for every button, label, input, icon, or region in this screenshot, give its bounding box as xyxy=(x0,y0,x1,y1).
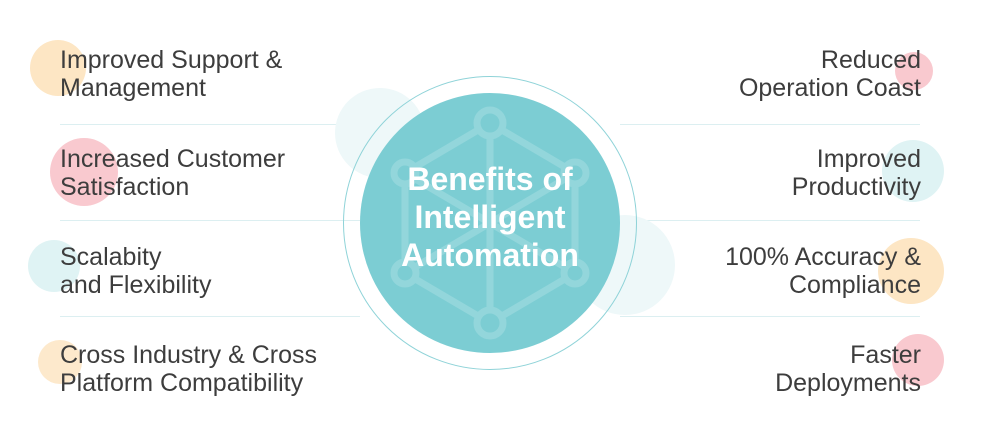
benefit-line: Improved xyxy=(816,145,921,173)
center-title-line: Benefits of xyxy=(407,161,573,197)
center-ring xyxy=(343,76,637,370)
network-hexagon-icon xyxy=(390,106,590,340)
benefit-line: Operation Coast xyxy=(738,74,921,102)
benefit-reduced-cost: Reduced Operation Coast xyxy=(739,46,921,102)
benefit-productivity: Improved Productivity xyxy=(792,145,921,201)
divider-right-3 xyxy=(620,316,920,317)
benefit-line: 100% Accuracy & xyxy=(725,243,921,271)
center-title-line: Intelligent xyxy=(414,199,566,235)
blob-right-1 xyxy=(895,52,933,90)
benefit-line: Compliance xyxy=(788,271,921,299)
benefit-line: Increased Customer xyxy=(60,145,286,173)
benefit-customer-satisfaction: Increased Customer Satisfaction xyxy=(60,145,285,201)
center-title: Benefits of Intelligent Automation xyxy=(360,160,620,274)
benefit-line: Improved Support & xyxy=(60,46,283,74)
benefit-improved-support: Improved Support & Management xyxy=(60,46,282,102)
benefit-scalability: Scalabity and Flexibility xyxy=(60,243,211,299)
blob-left-1 xyxy=(30,40,86,96)
divider-right-2 xyxy=(620,220,920,221)
divider-left-1 xyxy=(60,124,360,125)
benefit-line: Cross Industry & Cross xyxy=(60,341,318,369)
blob-right-4 xyxy=(892,334,944,386)
benefit-line: Faster xyxy=(850,341,921,369)
benefit-line: Reduced xyxy=(820,46,921,74)
blob-left-2 xyxy=(50,138,118,206)
benefit-faster-deployments: Faster Deployments xyxy=(775,341,921,397)
blob-right-2 xyxy=(882,140,944,202)
benefit-line: and Flexibility xyxy=(60,271,212,299)
benefit-line: Satisfaction xyxy=(60,173,190,201)
benefit-line: Management xyxy=(60,74,206,102)
benefit-line: Deployments xyxy=(775,369,921,397)
blob-right-3 xyxy=(878,238,944,304)
benefit-line: Platform Compatibility xyxy=(60,369,304,397)
benefit-cross-industry: Cross Industry & Cross Platform Compatib… xyxy=(60,341,317,397)
benefit-line: Productivity xyxy=(791,173,921,201)
divider-left-3 xyxy=(60,316,360,317)
blob-left-4 xyxy=(38,340,82,384)
divider-right-1 xyxy=(620,124,920,125)
benefit-accuracy: 100% Accuracy & Compliance xyxy=(725,243,921,299)
benefit-line: Scalabity xyxy=(60,243,162,271)
center-circle xyxy=(360,93,620,353)
blob-left-3 xyxy=(28,240,80,292)
divider-left-2 xyxy=(60,220,360,221)
center-title-line: Automation xyxy=(401,237,579,273)
